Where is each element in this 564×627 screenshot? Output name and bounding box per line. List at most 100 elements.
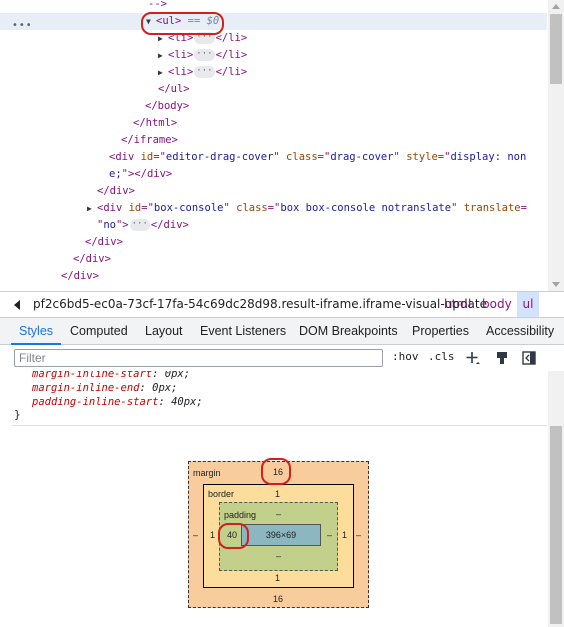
- tab-dom-breakpoints[interactable]: DOM Breakpoints: [299, 324, 398, 338]
- dom-node[interactable]: </body>: [0, 98, 547, 115]
- margin-left-value[interactable]: –: [193, 530, 199, 540]
- collapse-arrow-icon[interactable]: ▶: [87, 204, 92, 213]
- dom-node[interactable]: ▶<div id="box-console" class="box box-co…: [0, 200, 547, 217]
- collapse-arrow-icon[interactable]: ▶: [158, 68, 163, 77]
- new-style-rule-icon[interactable]: [465, 350, 481, 366]
- markup-token: ": [393, 151, 407, 163]
- dom-node[interactable]: "no">···</div>: [0, 217, 547, 234]
- markup-token: ">: [115, 219, 129, 231]
- dom-node[interactable]: </ul>: [0, 81, 547, 98]
- highlight-circle-ul: [141, 12, 224, 35]
- markup-token: </iframe>: [121, 134, 178, 146]
- markup-token: </ul>: [158, 83, 190, 95]
- markup-token: translate: [463, 202, 521, 214]
- tab-accessibility[interactable]: Accessibility: [486, 324, 555, 338]
- more-options-icon[interactable]: •••: [12, 20, 33, 31]
- node-markup: </ul>: [158, 81, 190, 98]
- dom-node[interactable]: ▶<li>···</li>: [0, 30, 547, 47]
- breadcrumb-ul[interactable]: ul: [517, 292, 539, 317]
- styles-scrollbar[interactable]: [548, 371, 564, 627]
- collapse-arrow-icon[interactable]: ▶: [158, 51, 163, 60]
- node-markup: -->: [148, 0, 167, 13]
- markup-token: <li>: [168, 49, 194, 61]
- expand-ellipsis-button[interactable]: ···: [194, 49, 215, 61]
- markup-token: </body>: [145, 100, 190, 112]
- markup-token: =": [317, 151, 331, 163]
- styles-pane: margin-inline-start: 0px; margin-inline-…: [0, 371, 547, 627]
- tab-event-listeners[interactable]: Event Listeners: [200, 324, 287, 338]
- markup-token: id: [128, 202, 142, 214]
- scroll-left-icon[interactable]: [14, 300, 20, 310]
- markup-token: </div>: [85, 236, 123, 248]
- breadcrumb-iframe[interactable]: pf2c6bd5-ec0a-73cf-17fa-54c69dc28d98.res…: [33, 297, 488, 311]
- markup-token: <li>: [168, 32, 194, 44]
- dom-node[interactable]: </iframe>: [0, 132, 547, 149]
- markup-token: id: [140, 151, 154, 163]
- dom-node[interactable]: </div>: [0, 268, 547, 285]
- paint-brush-icon[interactable]: [494, 350, 510, 366]
- toggle-sidebar-icon[interactable]: [521, 350, 537, 366]
- markup-token: class: [236, 202, 268, 214]
- dom-node[interactable]: e;"></div>: [0, 166, 547, 183]
- dom-node[interactable]: </div>: [0, 251, 547, 268]
- node-markup: <li>···</li>: [168, 64, 247, 81]
- box-model-content[interactable]: 396×69: [241, 524, 321, 546]
- dom-node[interactable]: </div>: [0, 234, 547, 251]
- hov-button[interactable]: :hov: [392, 350, 419, 363]
- markup-token: ": [273, 151, 287, 163]
- border-left-value[interactable]: 1: [210, 530, 216, 540]
- tree-scroll-thumb[interactable]: [550, 14, 562, 84]
- padding-bottom-value[interactable]: –: [276, 551, 282, 561]
- markup-token: =": [437, 151, 451, 163]
- node-markup: e;"></div>: [109, 166, 172, 183]
- markup-token: <ul>: [156, 15, 182, 27]
- dom-node[interactable]: </html>: [0, 115, 547, 132]
- tab-layout[interactable]: Layout: [145, 324, 183, 338]
- collapse-arrow-icon[interactable]: ▶: [158, 34, 163, 43]
- tab-computed[interactable]: Computed: [70, 324, 128, 338]
- dom-node[interactable]: ▶<li>···</li>: [0, 47, 547, 64]
- margin-top-value[interactable]: 16: [273, 467, 284, 477]
- markup-token: display: non: [450, 151, 527, 163]
- border-top-value[interactable]: 1: [275, 489, 281, 499]
- margin-right-value[interactable]: –: [356, 530, 362, 540]
- cls-button[interactable]: .cls: [428, 350, 455, 363]
- filter-input[interactable]: [14, 349, 383, 367]
- css-declaration[interactable]: padding-inline-start: 40px;: [32, 396, 203, 408]
- markup-token: no: [103, 219, 116, 231]
- expand-ellipsis-button[interactable]: ···: [194, 32, 215, 44]
- css-declaration[interactable]: margin-inline-end: 0px;: [32, 382, 178, 394]
- styles-scroll-thumb[interactable]: [550, 426, 562, 624]
- css-declaration[interactable]: margin-inline-start: 0px;: [32, 371, 191, 380]
- node-markup: </div>: [97, 183, 135, 200]
- node-markup: <div id="box-console" class="box box-con…: [97, 200, 527, 217]
- padding-left-value[interactable]: 40: [227, 530, 238, 540]
- styles-toolbar: :hov .cls: [0, 345, 564, 371]
- scroll-up-icon[interactable]: [552, 4, 560, 9]
- dom-node[interactable]: -->: [0, 0, 547, 13]
- tab-styles[interactable]: Styles: [10, 318, 62, 345]
- dom-node-selected[interactable]: ▼<ul> == $0: [0, 13, 547, 30]
- breadcrumb-body[interactable]: body: [482, 297, 512, 311]
- highlight-circle-padding-left: [218, 523, 249, 549]
- breadcrumb-html[interactable]: html: [444, 297, 472, 311]
- scroll-down-icon[interactable]: [552, 282, 560, 287]
- tab-properties[interactable]: Properties: [412, 324, 469, 338]
- dom-node[interactable]: ▶ <li>···</li>: [0, 64, 547, 81]
- padding-top-value[interactable]: –: [276, 509, 282, 519]
- border-bottom-value[interactable]: 1: [275, 573, 281, 583]
- border-right-value[interactable]: 1: [342, 530, 348, 540]
- expand-ellipsis-button[interactable]: ···: [129, 219, 150, 231]
- node-markup: </div>: [73, 251, 111, 268]
- dom-node[interactable]: <div id="editor-drag-cover" class="drag-…: [0, 149, 547, 166]
- margin-bottom-value[interactable]: 16: [273, 594, 284, 604]
- node-markup: </body>: [145, 98, 189, 115]
- markup-token: =: [520, 202, 527, 214]
- markup-token: editor-drag-cover: [165, 151, 274, 163]
- expand-ellipsis-button[interactable]: ···: [194, 66, 215, 78]
- node-markup: </html>: [133, 115, 177, 132]
- sidebar-tabs: Styles Computed Layout Event Listeners D…: [0, 318, 564, 345]
- tree-scrollbar[interactable]: [548, 0, 564, 291]
- dom-node[interactable]: </div>: [0, 183, 547, 200]
- padding-right-value[interactable]: –: [327, 530, 333, 540]
